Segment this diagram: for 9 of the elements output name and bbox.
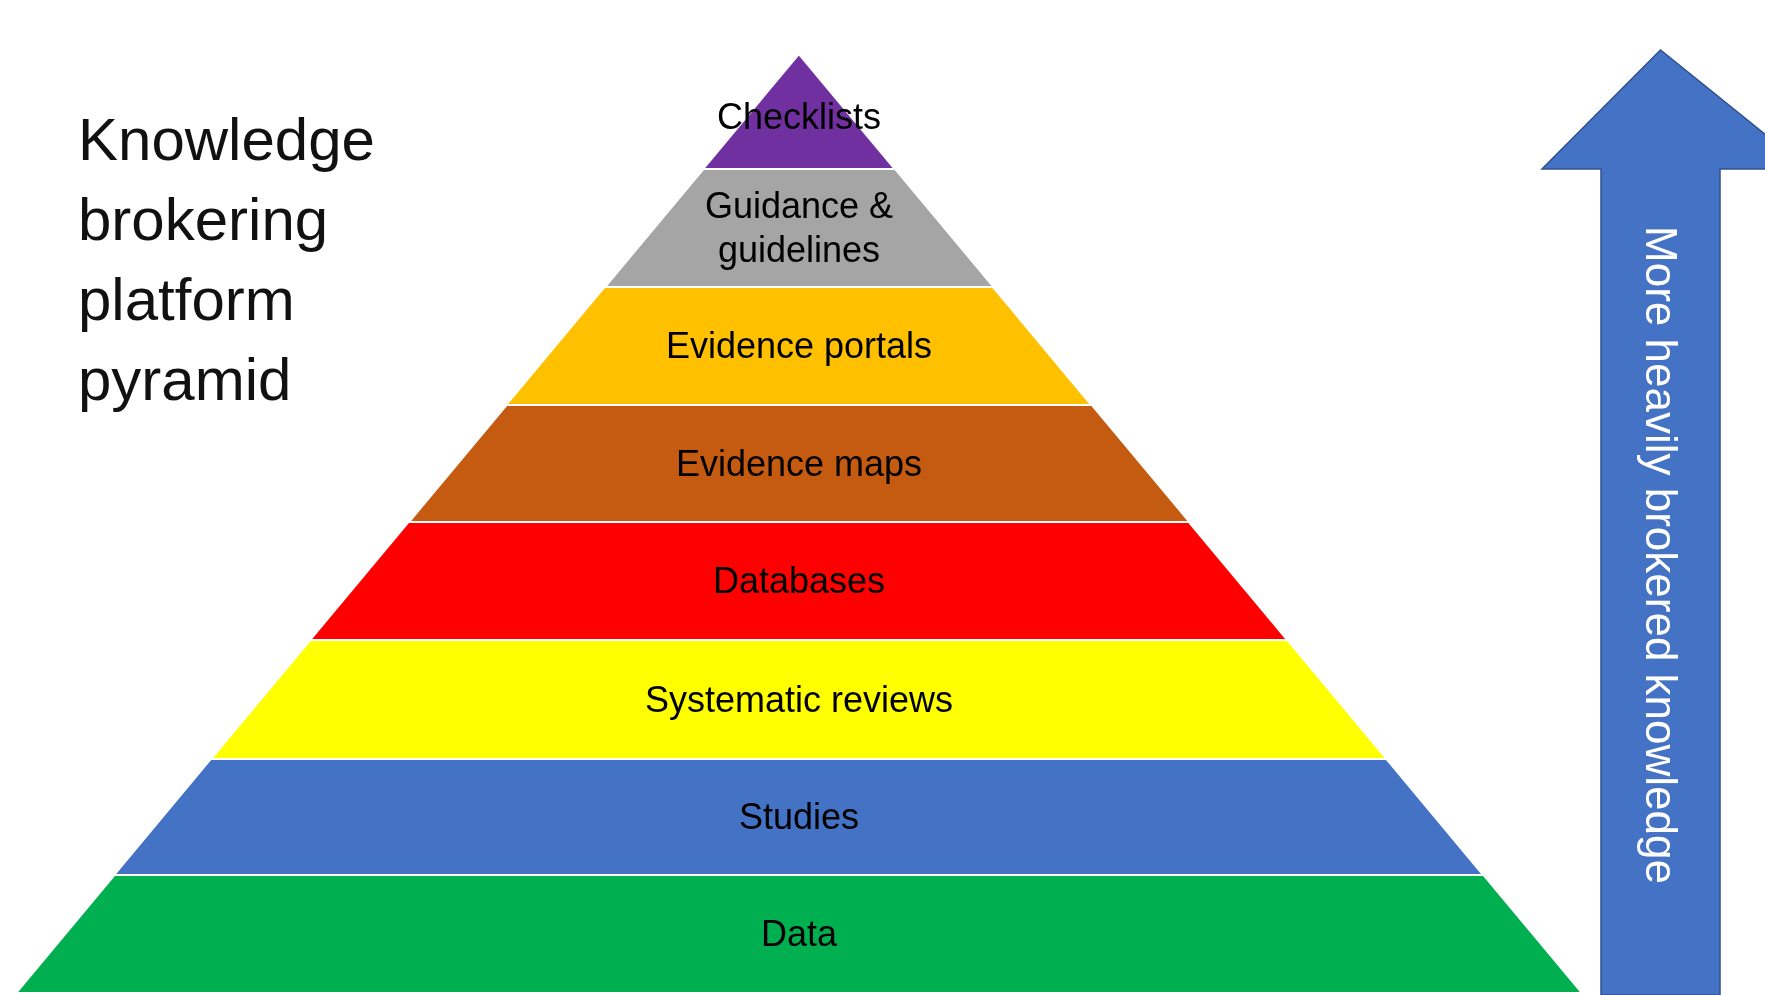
title: Knowledge brokering platform pyramid <box>78 105 376 415</box>
arrow-label: More heavily brokered knowledge <box>1635 226 1686 884</box>
layer-label: Guidance & guidelines <box>703 184 895 272</box>
layer-label: Systematic reviews <box>644 677 953 722</box>
layer-label: Evidence maps <box>675 441 923 486</box>
layer-label: Databases <box>712 559 886 603</box>
layer-label: Evidence portals <box>665 324 933 368</box>
layer-label: Studies <box>738 795 860 839</box>
layer-label: Data <box>760 912 837 956</box>
